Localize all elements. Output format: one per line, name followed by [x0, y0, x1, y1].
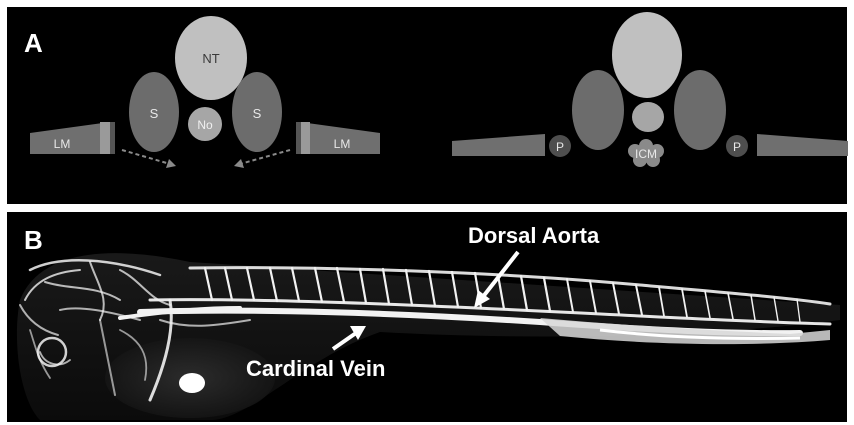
cardinal-vein-label: Cardinal Vein [246, 356, 385, 381]
panel-a-label: A [24, 28, 43, 58]
lateral-mesoderm-right-stripe [300, 122, 310, 154]
notochord-label: No [197, 118, 213, 132]
notochord-2 [632, 102, 664, 132]
yolk-bright-spot [179, 373, 205, 393]
lateral-mesoderm-right-label: LM [334, 137, 351, 151]
lateral-mesoderm-left-stripe [100, 122, 110, 154]
lateral-mesoderm-right-edge [296, 122, 301, 154]
lateral-mesoderm-left-label: LM [54, 137, 71, 151]
somite-right-2 [674, 70, 726, 150]
somite-left-label: S [150, 106, 159, 121]
neural-tube-2 [612, 12, 682, 98]
precursor-right-label: P [733, 140, 741, 154]
neural-tube-label: NT [202, 51, 219, 66]
lateral-mesoderm-left-edge [110, 122, 115, 154]
intermediate-cell-mass-label: ICM [635, 147, 657, 161]
precursor-left-label: P [556, 140, 564, 154]
dorsal-aorta-label: Dorsal Aorta [468, 223, 600, 248]
somite-left-2 [572, 70, 624, 150]
panel-b-label: B [24, 225, 43, 255]
panel-a: A NT S S No LM LM [7, 7, 848, 204]
somite-right-label: S [253, 106, 262, 121]
panel-b: B [7, 212, 847, 422]
